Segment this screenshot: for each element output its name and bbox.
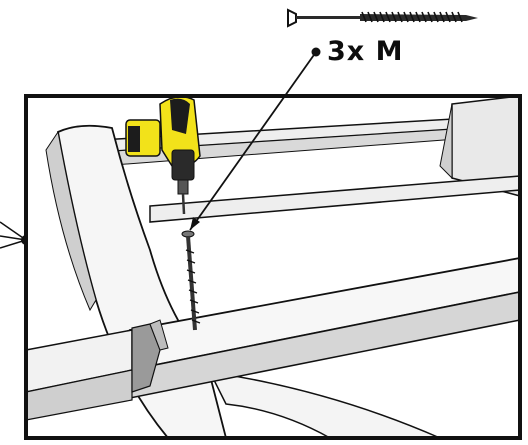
scene-frame: [24, 51, 522, 440]
screw-in-wood: [181, 230, 201, 331]
bracket: [131, 319, 169, 393]
leader-line: [189, 51, 317, 231]
screw-quantity-label: 3x M: [327, 36, 404, 67]
drill-icon: [125, 96, 201, 215]
screw-icon: [287, 8, 478, 28]
